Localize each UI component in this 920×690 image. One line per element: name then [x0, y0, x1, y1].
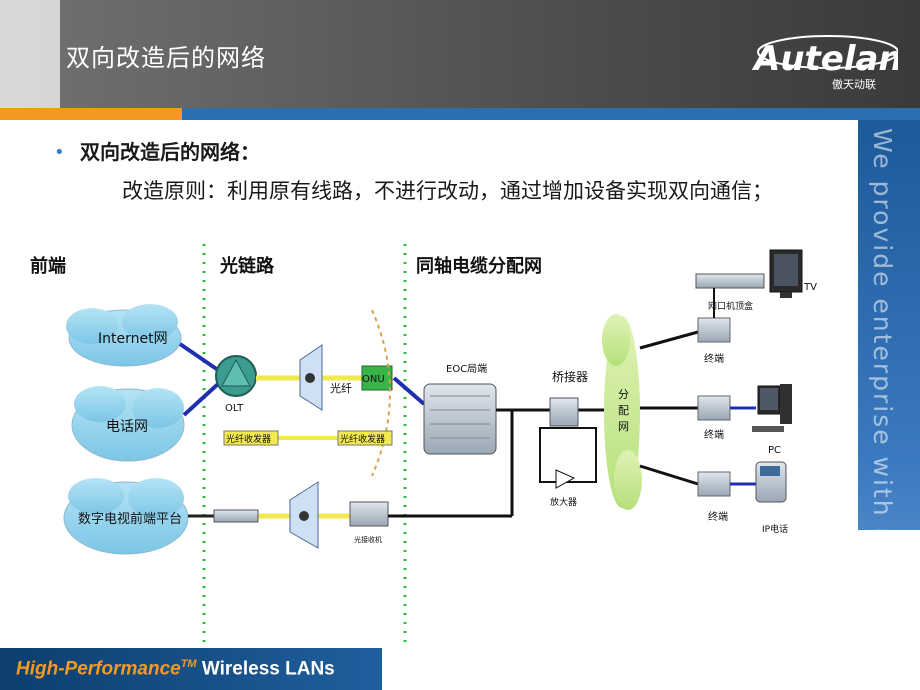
- section-optical-link: 光链路: [219, 255, 275, 277]
- accent-bar-blue: [182, 108, 920, 120]
- onu-label: ONU: [362, 374, 385, 385]
- accent-bar-orange: [0, 108, 182, 120]
- amplifier-device: 放大器: [550, 469, 577, 508]
- fiber-splitter-bottom: [289, 481, 319, 549]
- terminal-device-1: 终端: [697, 317, 731, 365]
- internet-cloud: Internet网: [66, 304, 182, 367]
- terminal-device-2: 终端: [697, 395, 731, 441]
- olt-device: OLT: [215, 355, 257, 414]
- fiber-label: 光纤: [330, 381, 352, 395]
- page-title: 双向改造后的网络: [66, 44, 266, 72]
- tv-icon: TV: [769, 249, 817, 298]
- section-coax-network: 同轴电缆分配网: [416, 255, 542, 277]
- digital-tv-cloud: 数字电视前端平台: [63, 478, 189, 555]
- phone-link: [182, 382, 220, 417]
- footer-tagline: High-PerformanceTM Wireless LANs: [16, 658, 335, 680]
- content-body: 改造原则：利用原有线路，不进行改动，通过增加设备实现双向通信；: [122, 179, 773, 203]
- corner-panel: [826, 530, 920, 690]
- terminal-1-label: 终端: [704, 352, 724, 365]
- logo-subtext: 傲天动联: [832, 77, 876, 91]
- logo-text: Autelan: [751, 39, 898, 79]
- footer-tm: TM: [180, 658, 197, 670]
- eoc-device: EOC局端: [423, 362, 497, 455]
- optical-receiver-label: 光接收机: [354, 535, 382, 544]
- footer-bar: [0, 648, 383, 690]
- digital-tv-label: 数字电视前端平台: [78, 511, 182, 527]
- distribution-label: 分配网: [618, 388, 629, 433]
- fiber-arc: [371, 309, 391, 477]
- amplifier-label: 放大器: [550, 496, 577, 508]
- footer-product: Wireless LANs: [196, 658, 335, 680]
- content-heading: 双向改造后的网络：: [80, 140, 260, 164]
- eoc-label: EOC局端: [446, 362, 487, 375]
- ip-phone-label: IP电话: [762, 523, 788, 535]
- bridge-device: 桥接器: [549, 369, 588, 427]
- bridge-label: 桥接器: [552, 369, 588, 384]
- footer-brand: High-Performance: [16, 658, 181, 680]
- terminal-2-label: 终端: [704, 428, 724, 441]
- section-frontend: 前端: [30, 255, 66, 277]
- phone-network-label: 电话网: [106, 419, 148, 435]
- fiber-splitter-top: 光纤: [299, 344, 352, 411]
- internet-label: Internet网: [98, 331, 168, 347]
- fiber-transceiver-left: 光纤收发器: [223, 430, 279, 446]
- ip-phone-icon: IP电话: [755, 461, 788, 535]
- autelan-logo: Autelan 傲天动联: [751, 35, 898, 91]
- terminal-device-3: 终端: [697, 471, 731, 523]
- tv-label: TV: [803, 282, 817, 293]
- terminal-link-1: [639, 330, 699, 350]
- pc-icon: PC: [752, 384, 792, 456]
- terminal-3-label: 终端: [708, 510, 728, 523]
- stb-label: 网口机顶盒: [708, 300, 753, 312]
- optical-receiver-device: 光接收机: [349, 501, 389, 544]
- transceiver-left-label: 光纤收发器: [226, 433, 271, 445]
- onu-device: ONU: [361, 365, 393, 391]
- olt-label: OLT: [225, 403, 244, 414]
- set-top-box: 网口机顶盒: [695, 273, 765, 318]
- amplifier-loop: [539, 427, 597, 483]
- onu-eoc-link: [392, 376, 426, 406]
- phone-cloud: 电话网: [71, 386, 185, 462]
- transceiver-right-label: 光纤收发器: [340, 433, 385, 445]
- distribution-cloud: 分配网: [602, 314, 642, 510]
- header-dark-panel: [60, 0, 920, 108]
- terminal-link-3: [639, 464, 699, 486]
- bullet-icon: •: [54, 142, 65, 163]
- tv-encoder-device: [213, 509, 259, 523]
- fiber-transceiver-right: 光纤收发器: [337, 430, 393, 446]
- internet-link: [178, 342, 220, 372]
- pc-label: PC: [768, 445, 781, 456]
